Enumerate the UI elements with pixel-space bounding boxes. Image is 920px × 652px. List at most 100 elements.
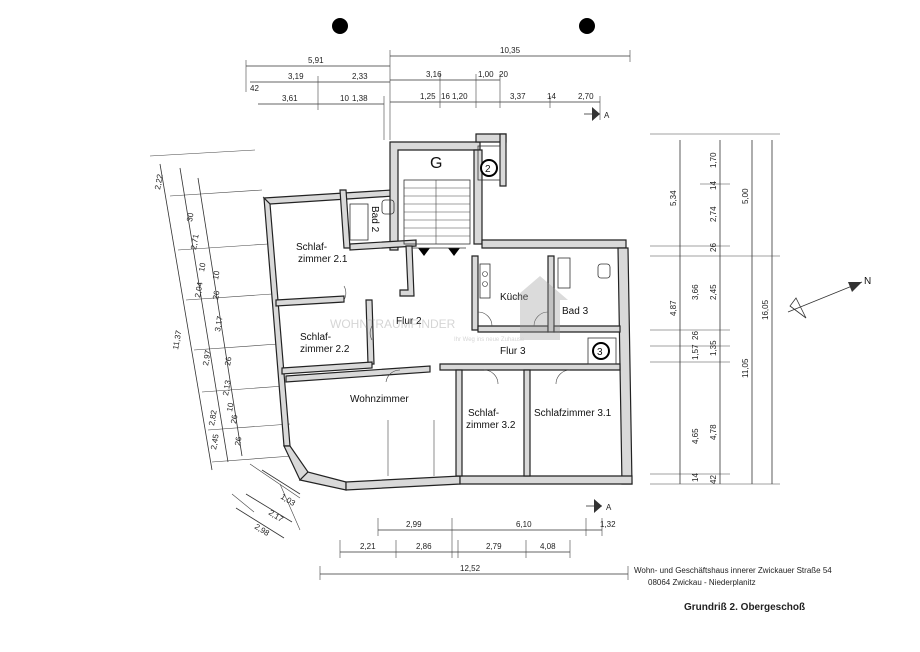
dim-left-l4: 2,04: [193, 281, 205, 298]
dim-right-r8: 1,57: [691, 344, 700, 360]
north-arrow-icon: N: [787, 276, 871, 319]
bottom-dimension-chains: [231, 463, 629, 580]
dim-left-l8: 2,97: [201, 349, 213, 366]
dim-top-b3: 1,38: [352, 94, 368, 103]
dim-left-l2: 2,71: [189, 233, 201, 250]
dim-top-c3: 20: [499, 70, 508, 79]
dim-right-r4: 3,66: [691, 284, 700, 300]
room-label-bad3: Bad 3: [562, 306, 589, 317]
dim-right-r7: 1,35: [709, 340, 718, 356]
dim-bottom-a1: 2,99: [406, 520, 422, 529]
svg-text:Ihr Weg ins neue Zuhause: Ihr Weg ins neue Zuhause: [454, 337, 525, 343]
dim-right-r5: 2,45: [709, 284, 718, 300]
door-swings: [343, 285, 571, 476]
dim-top-d6: 2,70: [578, 92, 594, 101]
staircase: [403, 179, 471, 256]
room-label-schlafzimmer-22-line1: Schlaf-: [300, 332, 331, 343]
left-dimension-chains: [149, 149, 293, 471]
section-marker-bottom: A: [586, 499, 612, 513]
room-label-schlafzimmer-21-line1: Schlaf-: [296, 242, 327, 253]
dim-bottom-total: 12,52: [460, 564, 481, 573]
dim-left-l1: 30: [185, 211, 196, 222]
dim-left-l6: 26: [211, 289, 222, 300]
dim-top-c2: 1,00: [478, 70, 494, 79]
dim-right-r14: 26: [691, 331, 700, 340]
dim-left-l11: 10: [225, 401, 236, 412]
dim-top-d2: 16: [441, 92, 450, 101]
room-label-flur3: Flur 3: [500, 346, 526, 357]
svg-text:A: A: [606, 503, 612, 512]
dim-right-r1: 1,70: [709, 152, 718, 168]
room-label-schlafzimmer-22-line2: zimmer 2.2: [300, 344, 350, 355]
dim-top-a1: 3,19: [288, 72, 304, 81]
dim-left-l10: 2,13: [221, 379, 233, 396]
dim-right-upper: 5,00: [741, 188, 750, 204]
bathroom-fixtures: [349, 199, 611, 299]
dim-right-r12: 26: [709, 243, 718, 252]
svg-text:A: A: [604, 111, 610, 120]
dim-bottom-b1: 2,21: [360, 542, 376, 551]
room-label-kueche: Küche: [500, 292, 529, 303]
dim-left-l5: 10: [211, 269, 222, 280]
svg-text:3: 3: [597, 347, 603, 358]
dim-top-b1: 3,61: [282, 94, 298, 103]
dim-right-r2: 2,74: [709, 206, 718, 222]
top-dimension-chains: [245, 50, 631, 140]
room-label-flur2: Flur 2: [396, 316, 422, 327]
dim-bottom-diag2: 2,17: [267, 508, 285, 524]
dim-left-total: 11,37: [171, 329, 183, 350]
svg-text:WOHNTRAUMFINDER: WOHNTRAUMFINDER: [330, 317, 456, 331]
dim-top-c1: 3,16: [426, 70, 442, 79]
room-label-bad2: Bad 2: [369, 206, 380, 233]
watermark: WOHNTRAUMFINDER Ihr Weg ins neue Zuhause: [330, 276, 568, 343]
room-label-g: G: [430, 155, 442, 172]
dim-left-l9: 26: [223, 355, 234, 366]
room-label-schlafzimmer-32-line2: zimmer 3.2: [466, 420, 516, 431]
dim-bottom-b3: 2,79: [486, 542, 502, 551]
dim-bottom-diag3: 2,98: [253, 522, 271, 538]
dim-right-r9: 4,78: [709, 424, 718, 440]
dim-top-d5: 14: [547, 92, 556, 101]
dim-right-r11: 14: [709, 181, 718, 190]
room-label-wohnzimmer: Wohnzimmer: [350, 394, 409, 405]
dim-top-a2: 2,33: [352, 72, 368, 81]
dim-top-small-left: 42: [250, 84, 259, 93]
caption-title: Grundriß 2. Obergeschoß: [684, 602, 806, 613]
room-label-schlafzimmer-31: Schlafzimmer 3.1: [534, 408, 612, 419]
dim-bottom-a3: 1,32: [600, 520, 616, 529]
svg-text:N: N: [864, 276, 871, 287]
dim-right-r6: 4,87: [669, 300, 678, 316]
dim-top-d1: 1,25: [420, 92, 436, 101]
dim-top-d4: 3,37: [510, 92, 526, 101]
registration-dot-right: [579, 18, 595, 34]
dim-left-l7: 3,17: [213, 315, 225, 332]
svg-text:2: 2: [485, 164, 491, 175]
section-marker-top: A: [584, 107, 610, 121]
dim-bottom-b4: 4,08: [540, 542, 556, 551]
dim-left-l13: 26: [229, 413, 240, 424]
room-label-schlafzimmer-32-line1: Schlaf-: [468, 408, 499, 419]
dim-right-r3: 5,34: [669, 190, 678, 206]
dim-right-lower: 11,05: [741, 358, 750, 378]
dim-left-l15: 26: [233, 435, 244, 446]
dim-top-b2: 10: [340, 94, 349, 103]
dim-left-top: 2,22: [153, 173, 165, 190]
room-label-schlafzimmer-21-line2: zimmer 2.1: [298, 254, 348, 265]
dim-right-r15: 14: [691, 473, 700, 482]
dim-bottom-b2: 2,86: [416, 542, 432, 551]
dim-left-l3: 10: [197, 261, 208, 272]
registration-dot-left: [332, 18, 348, 34]
caption-town: 08064 Zwickau - Niederplanitz: [648, 578, 756, 587]
right-dimension-chains: [650, 133, 780, 485]
dim-right-r13: 42: [709, 475, 718, 484]
dim-left-l12: 2,82: [207, 409, 219, 426]
dim-top-d3: 1,20: [452, 92, 468, 101]
dim-top-left-total: 5,91: [308, 56, 324, 65]
stair-marker-3: 3: [587, 337, 617, 365]
dim-left-l14: 2,45: [209, 433, 221, 450]
dim-bottom-a2: 6,10: [516, 520, 532, 529]
dim-top-total: 10,35: [500, 46, 521, 55]
dim-right-r10: 4,65: [691, 428, 700, 444]
dim-right-total: 16,05: [761, 299, 770, 320]
